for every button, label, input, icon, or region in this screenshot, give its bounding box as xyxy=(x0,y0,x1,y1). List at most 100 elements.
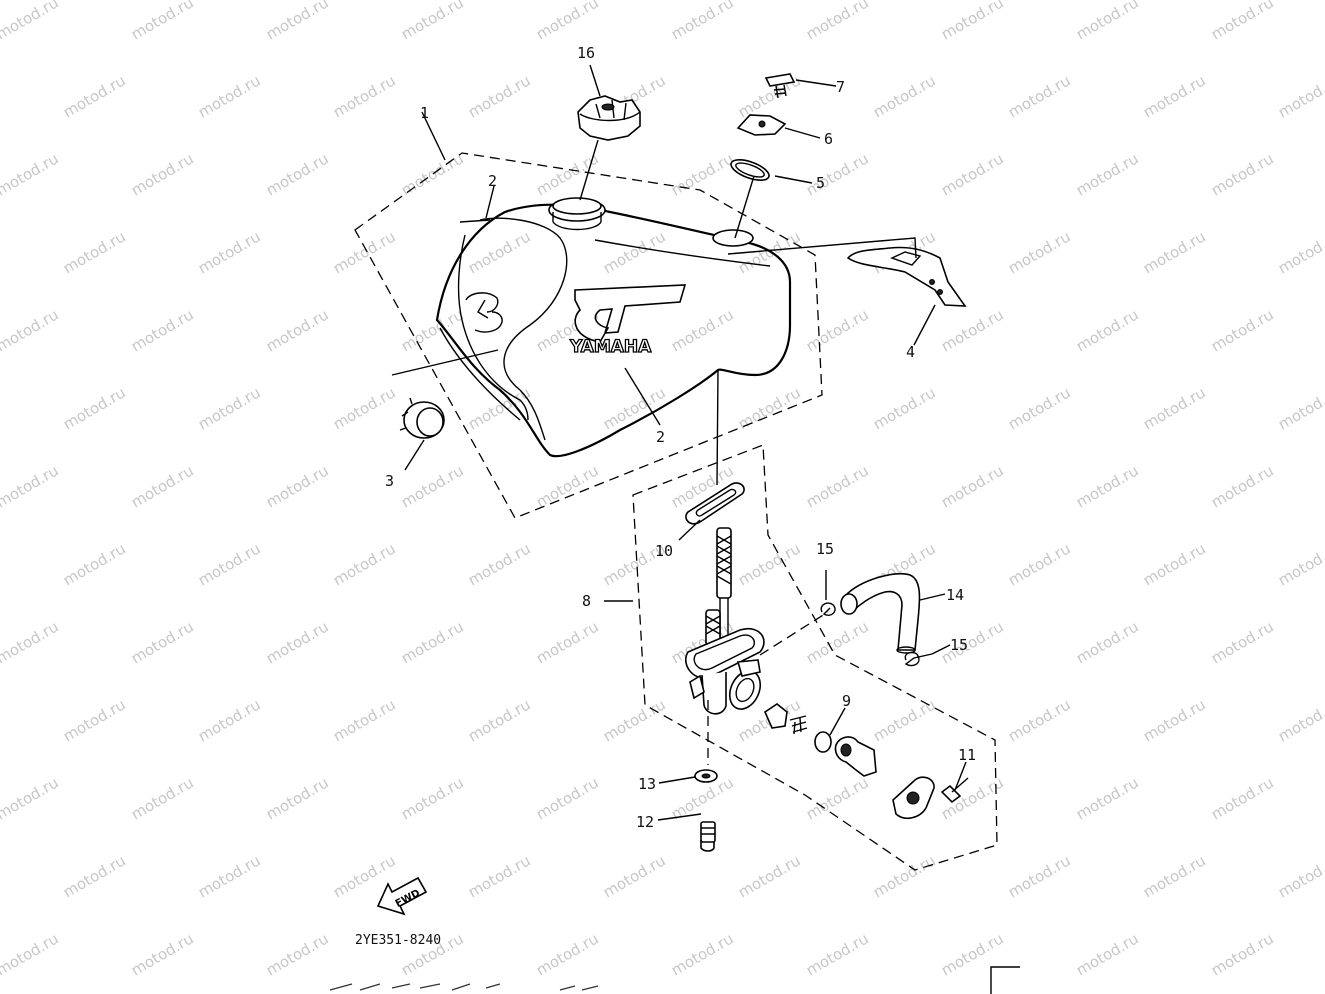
watermark-text: motod.ru xyxy=(0,929,62,979)
drain-bolt-12 xyxy=(700,821,716,852)
callout-6: 6 xyxy=(824,130,833,148)
callout-4: 4 xyxy=(906,343,915,361)
watermark-text: motod.ru xyxy=(1275,71,1325,121)
watermark-text: motod.ru xyxy=(803,929,872,979)
watermark-text: motod.ru xyxy=(128,305,197,355)
watermark-text: motod.ru xyxy=(600,227,669,277)
watermark-text: motod.ru xyxy=(870,851,939,901)
watermark-text: motod.ru xyxy=(1140,695,1209,745)
bracket-4 xyxy=(846,246,967,307)
callout-14: 14 xyxy=(946,586,964,604)
watermark-text: motod.ru xyxy=(263,305,332,355)
watermark-text: motod.ru xyxy=(1275,695,1325,745)
watermark-text: motod.ru xyxy=(803,773,872,823)
watermark-text: motod.ru xyxy=(1208,929,1277,979)
watermark-text: motod.ru xyxy=(1140,851,1209,901)
watermark-text: motod.ru xyxy=(1208,305,1277,355)
watermark-text: motod.ru xyxy=(263,929,332,979)
watermark-text: motod.ru xyxy=(128,617,197,667)
watermark-text: motod.ru xyxy=(803,149,872,199)
callout-11: 11 xyxy=(958,746,976,764)
callout-labels: 1 2 2 3 4 5 6 7 8 9 10 11 12 13 14 15 15… xyxy=(385,44,976,831)
lever-parts-9 xyxy=(763,703,877,777)
watermark-text: motod.ru xyxy=(1073,149,1142,199)
watermark-text: motod.ru xyxy=(465,539,534,589)
watermark-text: motod.ru xyxy=(0,461,62,511)
fuel-hose-14 xyxy=(840,572,921,654)
watermark-text: motod.ru xyxy=(533,929,602,979)
watermark-text: motod.ru xyxy=(128,149,197,199)
plate-11 xyxy=(892,776,969,820)
callout-12: 12 xyxy=(636,813,654,831)
watermark-text: motod.ru xyxy=(0,0,62,43)
watermark-text: motod.ru xyxy=(533,617,602,667)
watermark-text: motod.ru xyxy=(1275,851,1325,901)
watermark-text: motod.ru xyxy=(195,851,264,901)
watermark-text: motod.ru xyxy=(600,851,669,901)
callout-10: 10 xyxy=(655,542,673,560)
callout-7: 7 xyxy=(836,78,845,96)
watermark-text: motod.ru xyxy=(1073,929,1142,979)
watermark-text: motod.ru xyxy=(533,461,602,511)
watermark-text: motod.ru xyxy=(195,695,264,745)
screw-7 xyxy=(764,73,796,99)
watermark-text: motod.ru xyxy=(263,0,332,43)
watermark-text: motod.ru xyxy=(465,71,534,121)
watermark-text: motod.ru xyxy=(870,383,939,433)
clip-15-upper xyxy=(820,602,836,616)
fuel-tank: YAMAHA ST xyxy=(435,197,792,458)
watermark-text: motod.ru xyxy=(1275,383,1325,433)
watermark-text: motod.ru xyxy=(0,617,62,667)
watermark-text: motod.ru xyxy=(735,851,804,901)
watermark-text: motod.ru xyxy=(1208,0,1277,43)
watermark-text: motod.ru xyxy=(668,305,737,355)
watermark-text: motod.ru xyxy=(128,0,197,43)
yamaha-wordmark: YAMAHA xyxy=(569,337,652,357)
watermark-text: motod.ru xyxy=(1140,383,1209,433)
watermark-text: motod.ru xyxy=(330,227,399,277)
watermark-text: motod.ru xyxy=(1005,539,1074,589)
watermark-text: motod.ru xyxy=(1208,773,1277,823)
watermark-text: motod.ru xyxy=(803,617,872,667)
watermark-text: motod.ru xyxy=(60,695,129,745)
fuel-cap xyxy=(577,95,641,141)
watermark-text: motod.ru xyxy=(1005,383,1074,433)
watermark-text: motod.ru xyxy=(60,71,129,121)
watermark-text: motod.ru xyxy=(465,383,534,433)
watermark-text: motod.ru xyxy=(1005,851,1074,901)
watermark-text: motod.ru xyxy=(263,149,332,199)
watermark-text: motod.ru xyxy=(398,0,467,43)
grommet-3 xyxy=(399,397,445,439)
watermark-text: motod.ru xyxy=(938,0,1007,43)
watermark-text: motod.ru xyxy=(60,851,129,901)
watermark-text: motod.ru xyxy=(938,617,1007,667)
callout-8: 8 xyxy=(582,592,591,610)
watermark-text: motod.ru xyxy=(1208,149,1277,199)
watermark-text: motod.ru xyxy=(330,539,399,589)
watermark-text: motod.ru xyxy=(128,773,197,823)
gasket-10 xyxy=(685,482,745,525)
watermark-text: motod.ru xyxy=(1275,227,1325,277)
plate-6 xyxy=(736,114,787,136)
watermark-text: motod.ru xyxy=(0,149,62,199)
watermark-text: motod.ru xyxy=(1005,227,1074,277)
cropped-footer-text xyxy=(329,983,599,991)
gasket-5 xyxy=(730,159,770,181)
watermark-text: motod.ru xyxy=(1073,617,1142,667)
watermark-text: motod.ru xyxy=(803,0,872,43)
watermark-text: motod.ru xyxy=(330,71,399,121)
watermark-text: motod.ru xyxy=(465,851,534,901)
clip-15-lower xyxy=(904,651,933,667)
watermark-text: motod.ru xyxy=(803,461,872,511)
st-logo: YAMAHA ST xyxy=(568,284,687,358)
callout-5: 5 xyxy=(816,174,825,192)
callout-2-upper: 2 xyxy=(488,172,497,190)
tank-assembly-boundary xyxy=(354,152,823,519)
watermark-text: motod.ru xyxy=(60,539,129,589)
watermark-text: motod.ru xyxy=(1073,0,1142,43)
watermark-text: motod.ru xyxy=(1005,71,1074,121)
watermark-text: motod.ru xyxy=(938,149,1007,199)
watermark-text: motod.ru xyxy=(668,929,737,979)
watermark-text: motod.ru xyxy=(330,383,399,433)
watermark-text: motod.ru xyxy=(1073,461,1142,511)
